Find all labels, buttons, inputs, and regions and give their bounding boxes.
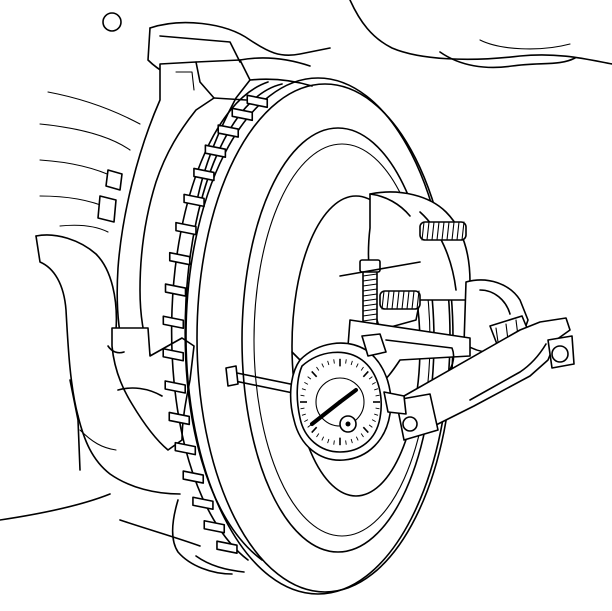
vane-slot	[217, 124, 240, 138]
suspension-knuckle	[0, 0, 612, 575]
vane-slot	[164, 380, 187, 394]
rotor-cooling-vanes	[162, 94, 269, 554]
dial-needle	[310, 400, 342, 426]
adjust-screw-icon	[402, 416, 418, 432]
dial-scale-ticks	[300, 358, 380, 446]
vane-slot	[204, 144, 227, 158]
wheel-stud	[379, 290, 421, 310]
vane-slot	[231, 107, 254, 122]
vane-slot	[174, 441, 197, 456]
vane-slot	[162, 315, 185, 330]
bolt-head-icon	[102, 12, 122, 32]
vane-slot	[182, 470, 205, 484]
vane-slot	[183, 193, 205, 208]
vane-slot	[162, 347, 185, 362]
vane-slot	[192, 496, 214, 511]
wheel-stud	[419, 221, 467, 241]
vane-slot	[216, 540, 238, 554]
magnetic-base-arm	[225, 317, 575, 441]
vane-slot	[168, 411, 191, 426]
vane-slot	[175, 221, 197, 236]
vane-slot	[164, 283, 187, 297]
brake-rotor	[162, 77, 454, 595]
vane-slot	[193, 167, 215, 182]
dial-indicator	[289, 333, 407, 461]
arm-clamp-knob-icon	[551, 345, 569, 363]
vane-slot	[246, 94, 269, 109]
vane-slot	[203, 519, 226, 534]
vane-slot	[168, 251, 191, 266]
